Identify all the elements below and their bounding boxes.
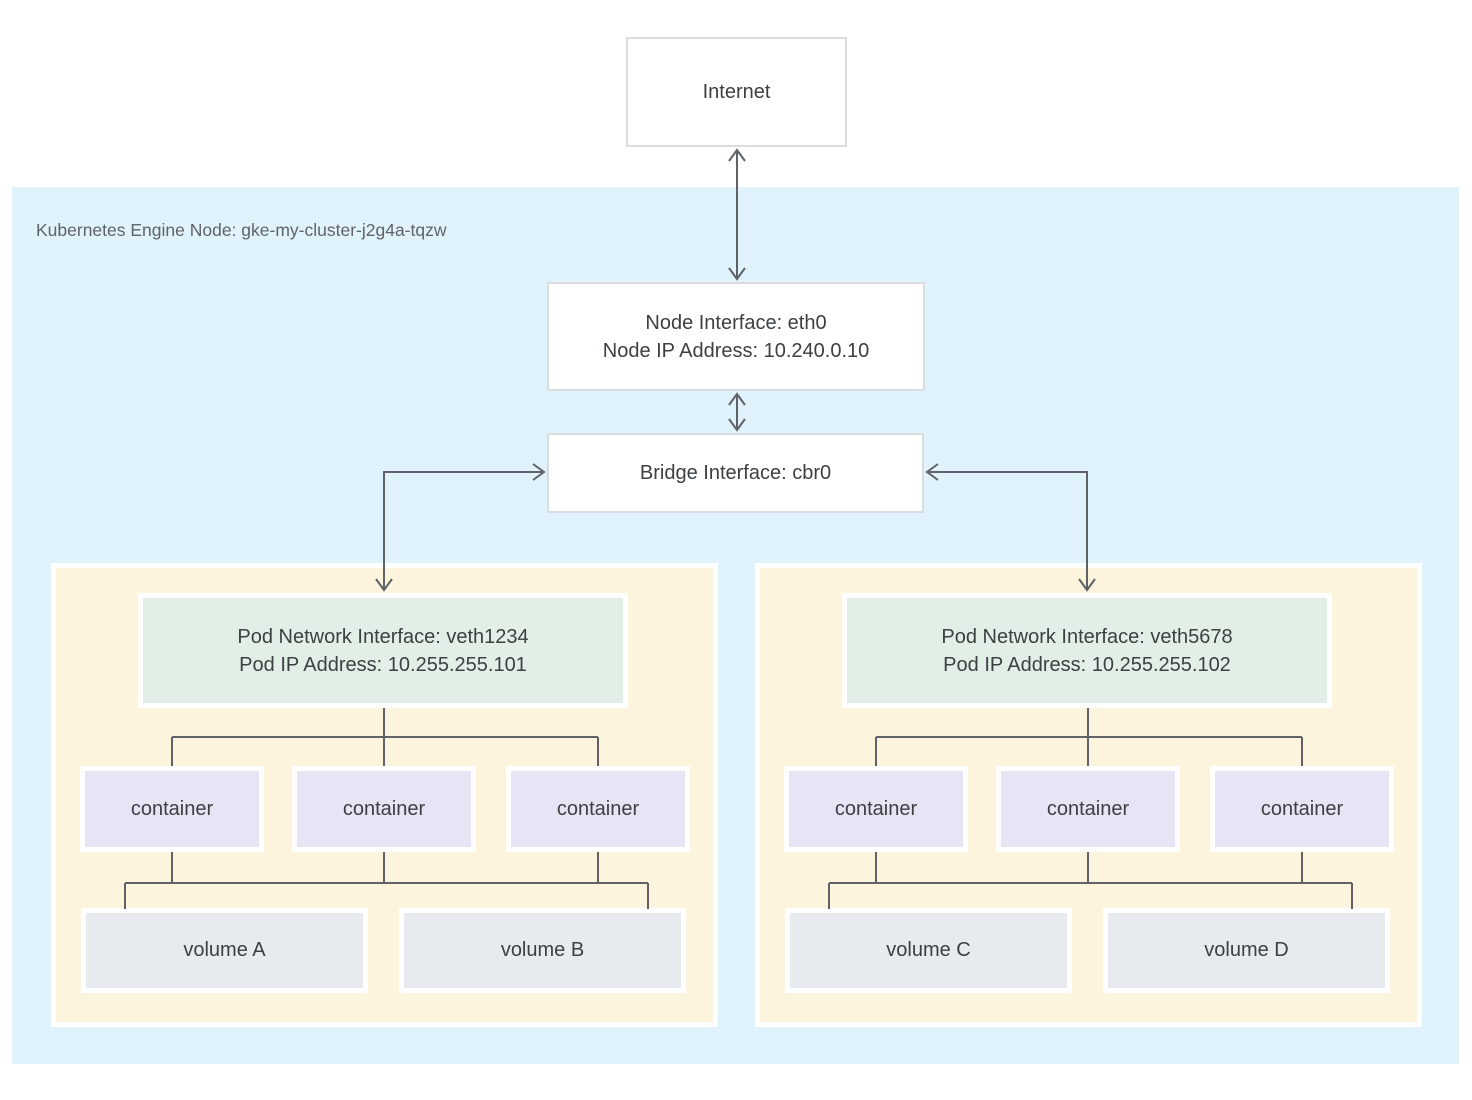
internet-box: Internet <box>626 37 847 147</box>
node-interface-name: Node Interface: eth0 <box>645 311 827 334</box>
pod-2-volume-c: volume C <box>785 908 1072 993</box>
node-interface-box: Node Interface: eth0 Node IP Address: 10… <box>547 282 925 391</box>
pod-1-volume-a: volume A <box>81 908 368 993</box>
pod-1-ip-address: Pod IP Address: 10.255.255.101 <box>239 653 527 676</box>
node-ip-address: Node IP Address: 10.240.0.10 <box>602 339 870 362</box>
pod-2-ip-address: Pod IP Address: 10.255.255.102 <box>943 653 1231 676</box>
pod-2-network-interface-box: Pod Network Interface: veth5678 Pod IP A… <box>842 593 1332 708</box>
pod-1-interface-name: Pod Network Interface: veth1234 <box>237 625 529 648</box>
pod-1-container-2: container <box>292 766 476 852</box>
pod-1-container-1: container <box>80 766 264 852</box>
cluster-label: Kubernetes Engine Node: gke-my-cluster-j… <box>36 220 447 240</box>
pod-1-container-3: container <box>506 766 690 852</box>
pod-2-interface-name: Pod Network Interface: veth5678 <box>941 625 1233 648</box>
pod-2: Pod Network Interface: veth5678 Pod IP A… <box>755 563 1422 1027</box>
pod-2-volume-d: volume D <box>1103 908 1390 993</box>
pod-2-container-1: container <box>784 766 968 852</box>
pod-1-volume-b: volume B <box>399 908 686 993</box>
pod-2-container-2: container <box>996 766 1180 852</box>
bridge-interface-label: Bridge Interface: cbr0 <box>639 462 832 484</box>
pod-1: Pod Network Interface: veth1234 Pod IP A… <box>51 563 718 1027</box>
internet-label: Internet <box>702 81 771 103</box>
pod-1-network-interface-box: Pod Network Interface: veth1234 Pod IP A… <box>138 593 628 708</box>
bridge-interface-box: Bridge Interface: cbr0 <box>547 433 924 513</box>
pod-2-container-3: container <box>1210 766 1394 852</box>
